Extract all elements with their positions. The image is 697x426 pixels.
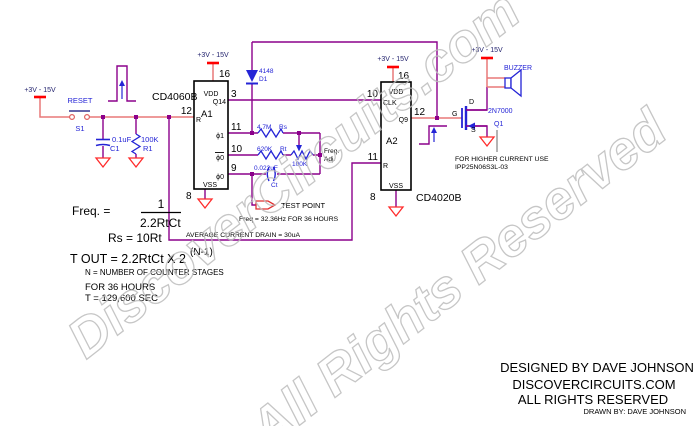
formula-tout-exp: (N-1) <box>190 247 213 258</box>
q1-pin-g: G <box>452 111 457 118</box>
a1-pin-vss: VSS <box>203 182 217 189</box>
ground-icon <box>478 136 496 148</box>
a1-ref: A1 <box>201 109 213 120</box>
higher-current-note-1: FOR HIGHER CURRENT USE <box>455 156 549 163</box>
test-point-label: TEST POINT <box>281 201 325 210</box>
pot-value: 100K <box>292 161 308 168</box>
pot-100k-icon <box>290 149 314 161</box>
a1-pinnum-8: 8 <box>186 191 192 202</box>
supply-ticks <box>34 56 493 99</box>
output-step-arrow-icon <box>431 127 437 142</box>
pot-wiper-arrow-icon <box>296 145 302 152</box>
ground-icon <box>94 157 112 169</box>
credit-drawn: DRAWN BY: DAVE JOHNSON <box>583 407 686 416</box>
a2-part: CD4020B <box>416 192 462 204</box>
a2-pinnum-12: 12 <box>414 107 426 118</box>
q1-pin-d: D <box>469 99 474 106</box>
resistor-r1-icon <box>130 133 142 155</box>
credit-site: DISCOVERCIRCUITS.COM <box>512 377 675 392</box>
a2-pin-vss: VSS <box>389 183 403 190</box>
junction-dots <box>101 115 439 176</box>
a1-pinnum-16: 16 <box>219 69 231 80</box>
power-label-a2: +3V - 15V <box>377 56 409 63</box>
ic-a2-body <box>380 81 412 191</box>
ground-icon <box>196 198 214 210</box>
buzzer-label: BUZZER <box>504 65 532 72</box>
a1-pin-vdd: VDD <box>204 91 219 98</box>
formula-freq-den: 2.2RtCt <box>140 216 181 230</box>
current-drain-note: AVERAGE CURRENT DRAIN = 30uA <box>186 232 300 239</box>
reset-label: RESET <box>67 96 92 105</box>
r1-value: 100K <box>141 135 159 144</box>
q1-ref: Q1 <box>494 121 503 128</box>
resistor-rs-icon <box>257 127 284 139</box>
credit-rights: ALL RIGHTS RESERVED <box>518 392 668 407</box>
power-label-left: +3V - 15V <box>24 87 56 94</box>
reset-switch-icon <box>68 110 90 120</box>
q1-part: 2N7000 <box>488 108 513 115</box>
a1-pin-phi0: ϕ0 <box>216 174 224 181</box>
ic-a1-body <box>193 80 229 190</box>
formula-hours: FOR 36 HOURS <box>85 282 155 293</box>
power-label-a1: +3V - 15V <box>197 52 229 59</box>
rs-value: 4.7M <box>257 124 271 131</box>
a1-part: CD4060B <box>152 91 198 103</box>
c1-ref: C1 <box>110 144 120 153</box>
a1-pinnum-11: 11 <box>231 122 242 133</box>
capacitor-ct-icon <box>266 166 276 182</box>
a2-pinnum-11: 11 <box>368 152 379 163</box>
a1-pinnum-3: 3 <box>231 89 237 100</box>
a1-pinnum-10: 10 <box>231 144 243 155</box>
ground-symbols <box>94 136 496 218</box>
a1-pinnum-9: 9 <box>231 163 237 174</box>
formula-n-note: N = NUMBER OF COUNTER STAGES <box>85 268 224 277</box>
test-point-flag-icon <box>255 200 277 210</box>
s1-ref: S1 <box>75 124 84 133</box>
formula-freq-lhs: Freq. = <box>72 204 110 218</box>
a1-pin-phi0bar: ϕ0 <box>216 155 224 162</box>
a2-pinnum-16: 16 <box>398 71 410 82</box>
credit-designed: DESIGNED BY DAVE JOHNSON <box>500 360 694 375</box>
freq-note: Freq = 32.36Hz FOR 36 HOURS <box>239 216 339 223</box>
a2-pin-vdd: VDD <box>389 89 404 96</box>
c1-value: 0.1uF <box>112 135 132 144</box>
resistor-rt-icon <box>257 149 284 161</box>
a2-pin-r: R <box>383 163 388 170</box>
higher-current-note-2: IPP25N06S3L-03 <box>455 164 508 171</box>
ct-ref: Ct <box>271 182 278 189</box>
rt-ref: Rt <box>280 146 287 153</box>
ground-icon <box>387 206 405 218</box>
power-label-buzzer: +3V - 15V <box>471 47 503 54</box>
r1-ref: R1 <box>143 144 153 153</box>
rs-ref: Rs <box>279 124 288 131</box>
formula-tout: T OUT = 2.2RtCt X 2 <box>70 252 186 266</box>
a2-pinnum-10: 10 <box>367 89 379 100</box>
capacitor-c1-icon <box>95 138 111 147</box>
ground-icon <box>127 157 145 169</box>
rt-value: 620K <box>257 146 273 153</box>
ct-value: 0.022uF <box>254 165 278 172</box>
d1-value: 4148 <box>259 68 274 75</box>
q1-pin-s: S <box>471 127 476 134</box>
a1-pin-phi1: ϕ1 <box>216 133 224 140</box>
diode-d1-icon <box>246 70 258 85</box>
pot-label-1: Freq. <box>324 148 339 155</box>
a1-pin-r: R <box>196 117 201 124</box>
a1-pinnum-12: 12 <box>181 106 193 117</box>
buzzer-icon <box>504 68 522 98</box>
a2-pinnum-8: 8 <box>370 192 376 203</box>
formula-rs: Rs = 10Rt <box>108 231 162 245</box>
mosfet-q1-icon <box>461 106 487 130</box>
d1-ref: D1 <box>259 76 268 83</box>
formula-freq-num: 1 <box>158 197 165 211</box>
a2-ref: A2 <box>386 136 398 147</box>
a2-pin-clk: CLK <box>383 100 397 107</box>
a2-pin-q9: Q9 <box>399 117 408 124</box>
a1-pin-q14: Q14 <box>213 99 226 106</box>
pot-label-2: Adj. <box>324 156 335 163</box>
formula-t-value: T = 129,600 SEC <box>85 293 158 304</box>
reset-pulse-arrow-icon <box>119 80 125 99</box>
